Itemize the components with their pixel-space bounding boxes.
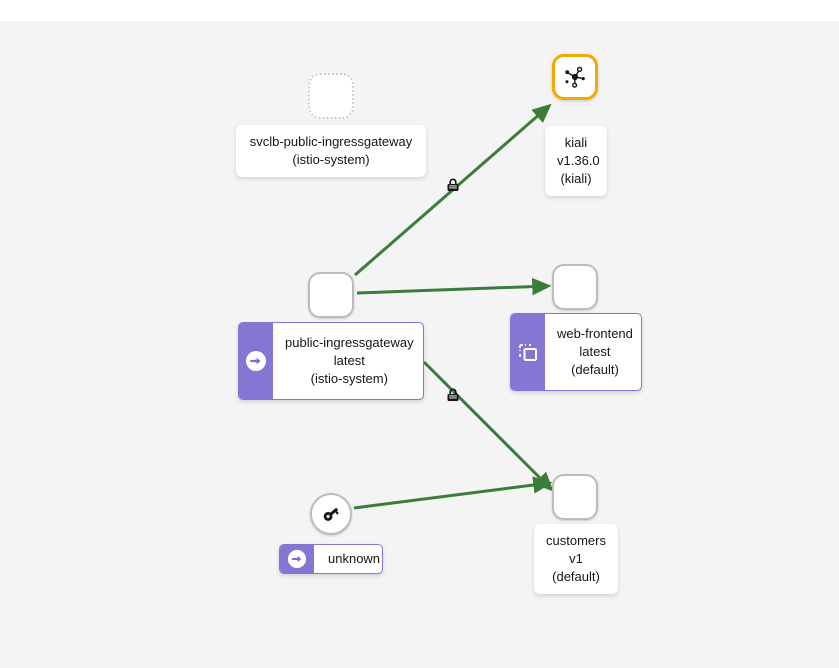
node-label-web-frontend: web-frontend latest (default) xyxy=(510,313,642,391)
node-label-line: (default) xyxy=(571,362,619,377)
node-label-text: web-frontend latest (default) xyxy=(545,314,641,390)
node-label-line: v1.36.0 xyxy=(557,153,600,168)
padlock-icon xyxy=(447,388,459,401)
node-label-line: v1 xyxy=(569,551,583,566)
node-label-line: unknown xyxy=(328,551,381,566)
padlock-icon xyxy=(447,178,459,191)
graph-canvas[interactable]: svclb-public-ingressgateway (istio-syste… xyxy=(0,21,839,668)
graph-node-kiali[interactable] xyxy=(552,54,598,100)
graph-node-svclb-public-ingressgateway[interactable] xyxy=(308,73,354,119)
node-label-line: svclb-public-ingressgateway xyxy=(249,134,413,149)
gateway-arrow-icon xyxy=(246,351,266,371)
node-label-line: public-ingressgateway xyxy=(285,335,414,350)
graph-node-customers[interactable] xyxy=(552,474,598,520)
node-label-text: public-ingressgateway latest (istio-syst… xyxy=(273,323,423,399)
graph-node-unknown[interactable] xyxy=(310,493,352,535)
virtual-service-icon xyxy=(519,344,537,361)
node-label-unknown: unknown xyxy=(279,544,383,574)
node-label-line: kiali xyxy=(564,135,588,150)
edge-lock-badge-kiali xyxy=(446,178,460,192)
node-label-line: (kiali) xyxy=(560,171,592,186)
node-label-kiali: kiali v1.36.0 (kiali) xyxy=(545,126,607,196)
node-label-line: (default) xyxy=(552,569,600,584)
key-icon xyxy=(323,507,339,521)
node-label-line: (istio-system) xyxy=(292,152,370,167)
node-label-public-ingressgateway: public-ingressgateway latest (istio-syst… xyxy=(238,322,424,400)
gateway-badge xyxy=(239,323,273,399)
node-label-line: latest xyxy=(333,353,365,368)
graph-node-public-ingressgateway[interactable] xyxy=(308,272,354,318)
gateway-badge xyxy=(280,545,314,573)
gateway-arrow-icon xyxy=(287,549,307,569)
node-label-text: unknown xyxy=(314,545,382,573)
edge-lock-badge-customers xyxy=(446,388,460,402)
node-label-line: latest xyxy=(579,344,611,359)
edge-unknown-to-customers[interactable] xyxy=(353,476,553,510)
virtual-service-badge xyxy=(511,314,545,390)
edge-ingressgateway-to-web-frontend[interactable] xyxy=(356,277,552,296)
node-label-svclb-public-ingressgateway: svclb-public-ingressgateway (istio-syste… xyxy=(236,125,426,177)
node-label-line: (istio-system) xyxy=(310,371,388,386)
node-label-line: customers xyxy=(546,533,606,548)
graph-node-web-frontend[interactable] xyxy=(552,264,598,310)
node-label-line: web-frontend xyxy=(557,326,633,341)
top-bar xyxy=(0,0,839,21)
project-diagram-icon xyxy=(565,66,585,88)
node-label-customers: customers v1 (default) xyxy=(534,524,618,594)
